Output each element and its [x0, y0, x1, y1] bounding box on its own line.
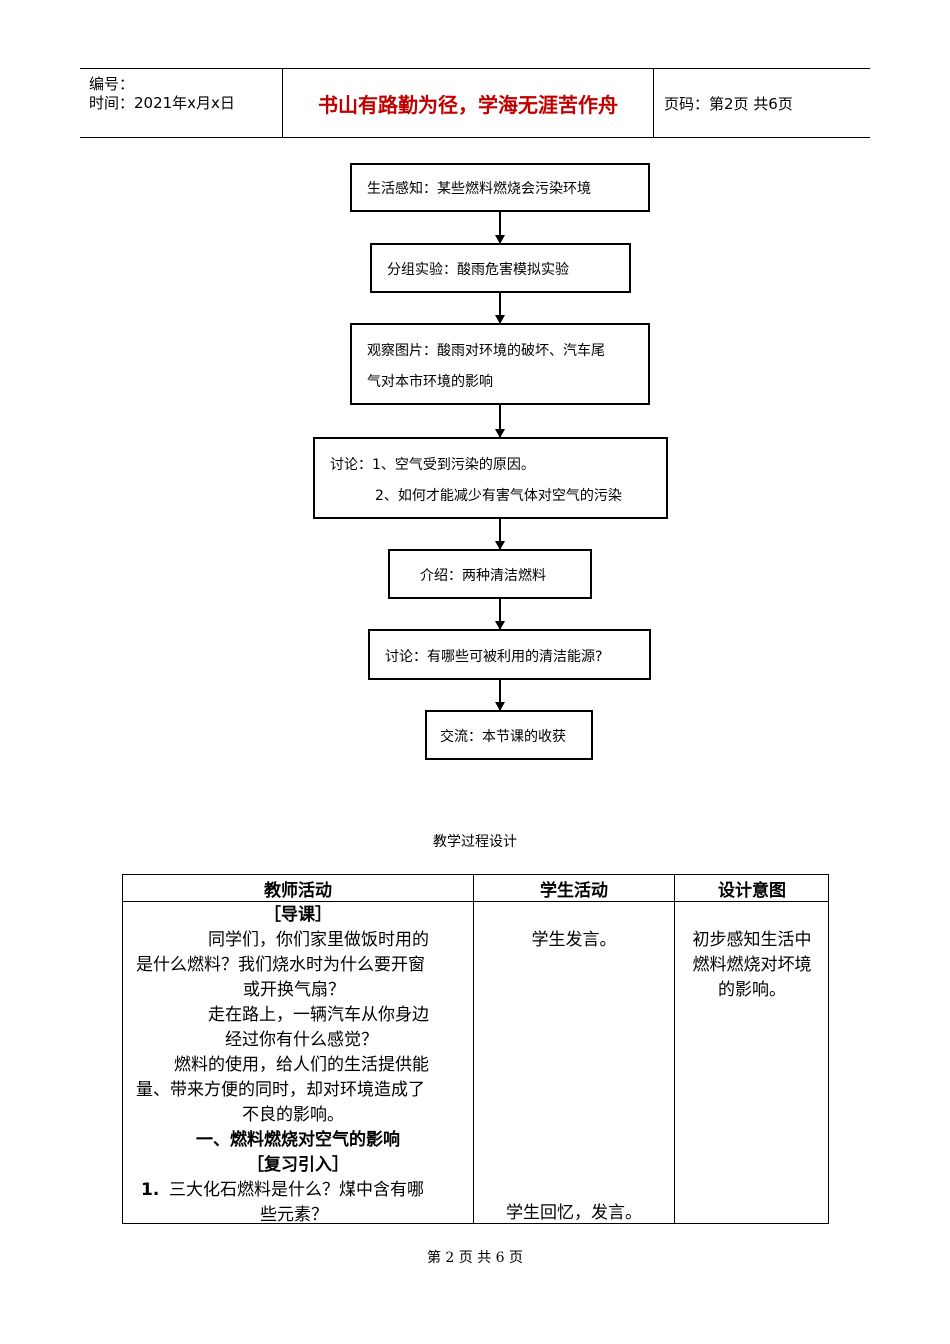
intent-text: 燃料燃烧对坏境: [692, 955, 812, 975]
review-label: ［复习引入］: [247, 1155, 349, 1175]
flow-step-text: 讨论：有哪些可被利用的清洁能源?: [385, 649, 603, 665]
intent-text: 的影响。: [718, 980, 786, 1000]
flow-arrow-icon: [495, 293, 505, 324]
flow-step-text: 2、如何才能减少有害气体对空气的污染: [375, 488, 622, 504]
flow-step-3: 观察图片：酸雨对环境的破坏、汽车尾 气对本市环境的影响: [350, 323, 650, 405]
flow-step-6: 讨论：有哪些可被利用的清洁能源?: [368, 629, 651, 680]
flow-step-text: 气对本市环境的影响: [367, 374, 493, 390]
teacher-text: 量、带来方便的同时，却对环境造成了: [136, 1080, 425, 1100]
question-number: 1.: [141, 1180, 160, 1200]
section-title: 教学过程设计: [433, 834, 517, 850]
flow-step-text: 分组实验：酸雨危害模拟实验: [387, 262, 569, 278]
teacher-text: 燃料的使用，给人们的生活提供能: [174, 1055, 429, 1075]
date-label: 时间：2021年x月x日: [89, 94, 235, 112]
teacher-text: 些元素？: [260, 1205, 328, 1225]
page-header: 编号： 时间：2021年x月x日 书山有路勤为径，学海无涯苦作舟 页码：第2页 …: [80, 68, 870, 138]
flow-arrow-icon: [495, 680, 505, 711]
header-divider: [123, 901, 828, 902]
page-footer: 第 2 页 共 6 页: [426, 1250, 524, 1266]
flow-arrow-icon: [495, 212, 505, 244]
flow-step-4: 讨论：1、空气受到污染的原因。 2、如何才能减少有害气体对空气的污染: [313, 437, 668, 519]
number-label: 编号：: [89, 75, 135, 93]
teacher-text: 是什么燃料？我们烧水时为什么要开窗: [136, 955, 425, 975]
header-meta: 编号： 时间：2021年x月x日: [80, 69, 283, 137]
teacher-text: 经过你有什么感觉？: [225, 1030, 378, 1050]
flow-step-text: 生活感知：某些燃料燃烧会污染环境: [367, 181, 591, 197]
lead-in-label: ［导课］: [264, 905, 332, 925]
flow-step-text: 交流：本节课的收获: [440, 729, 566, 745]
column-divider: [674, 875, 675, 1223]
header-teacher-activity: 教师活动: [264, 880, 332, 901]
teacher-text: 不良的影响。: [242, 1105, 344, 1125]
flow-step-2: 分组实验：酸雨危害模拟实验: [370, 243, 631, 293]
header-page-label: 页码：第2页 共6页: [664, 94, 793, 113]
student-text: 学生回忆，发言。: [506, 1203, 642, 1223]
header-motto: 书山有路勤为径，学海无涯苦作舟: [283, 69, 654, 137]
flow-arrow-icon: [495, 405, 505, 438]
teacher-text: 或开换气扇？: [243, 980, 345, 1000]
flow-step-5: 介绍：两种清洁燃料: [388, 549, 592, 599]
header-design-intent: 设计意图: [718, 880, 786, 901]
flow-step-7: 交流：本节课的收获: [425, 710, 593, 760]
flow-arrow-icon: [495, 599, 505, 630]
teacher-text: 同学们，你们家里做饭时用的: [208, 930, 429, 950]
flow-arrow-icon: [495, 519, 505, 550]
header-student-activity: 学生活动: [540, 880, 608, 901]
intent-text: 初步感知生活中: [692, 930, 812, 950]
flow-step-text: 介绍：两种清洁燃料: [420, 568, 546, 584]
flow-step-text: 观察图片：酸雨对环境的破坏、汽车尾: [367, 343, 605, 359]
flow-step-text: 讨论：1、空气受到污染的原因。: [330, 457, 535, 473]
lesson-table: 教师活动 学生活动 设计意图 ［导课］ 同学们，你们家里做饭时用的 是什么燃料？…: [122, 874, 829, 1225]
column-divider: [473, 875, 474, 1223]
teacher-text: 走在路上，一辆汽车从你身边: [208, 1005, 429, 1025]
section-heading: 一、燃料燃烧对空气的影响: [196, 1130, 400, 1150]
teacher-text: 三大化石燃料是什么？煤中含有哪: [169, 1180, 424, 1200]
student-text: 学生发言。: [531, 930, 617, 950]
flow-step-1: 生活感知：某些燃料燃烧会污染环境: [350, 163, 650, 212]
